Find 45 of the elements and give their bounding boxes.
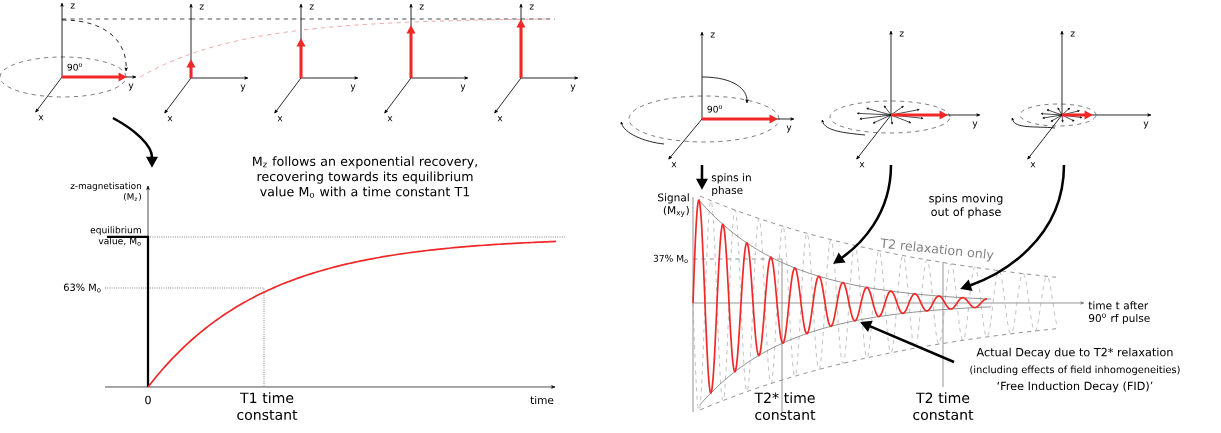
axis-label: z [529,4,534,10]
axis-label: y [350,84,356,92]
axis-label: x [167,116,173,122]
tick-label: T2* time constant [754,392,816,420]
reference-line [190,18,302,20]
tick-label: 0 [145,395,151,405]
axis-label: z [419,4,424,10]
axis-label: x [671,162,677,168]
axis-label: z [899,31,904,37]
axis-label: y [128,83,134,91]
axis-label: y [240,84,246,92]
recovery-trace [414,18,551,23]
axis-label: y [570,84,576,92]
axis-label: y [786,125,792,133]
axis-label: z [1070,31,1075,37]
axis-label: time t after 90$^{o}$ rf pulse [1088,301,1150,325]
axis-label: x [387,116,393,122]
level-label: 63% M$_{o}$ [63,283,101,293]
tick-label: T1 time constant [237,392,298,420]
axis-label: z [70,3,75,9]
axis-label: x [1030,162,1036,168]
recovery-trace [303,21,411,31]
edge-label: spins in phase [711,173,751,197]
level-label: 37% M$_{o}$ [653,254,688,264]
annotation-text: Actual Decay due to T2* relaxation (including effects of field inhomogeneities) ‘Free Induction Decay (FID)’ [970,347,1180,393]
axis-label: time [530,395,554,405]
reference-line [300,18,412,20]
axis-label: x [277,116,283,122]
annotation-text: spins moving out of phase [929,193,1003,219]
curve-label: T2 relaxation only [880,238,994,262]
axis-label: x [497,116,503,122]
axis-label: z [199,4,204,10]
axis-label: x [38,115,44,121]
axis-title: Signal (M$_{xy}$) [658,193,689,217]
axis-label: y [1143,121,1149,129]
tick-label: T2 time constant [913,392,974,420]
caption-text: M$_{z}$ follows an exponential recovery, recovering towards its equilibrium value M$_{o}$ with a time constant T1 [253,156,477,198]
axis-label: z [710,32,715,38]
axis-label: y [972,121,978,129]
axis-label: x [859,162,865,168]
level-label: equilibrium value, M$_{o}$ [90,226,141,246]
axis-label: y [460,84,466,92]
axis-label: z [309,4,314,10]
axis-title: z-magnetisation (M$_{z}$) [70,182,141,202]
reference-line [61,18,192,20]
